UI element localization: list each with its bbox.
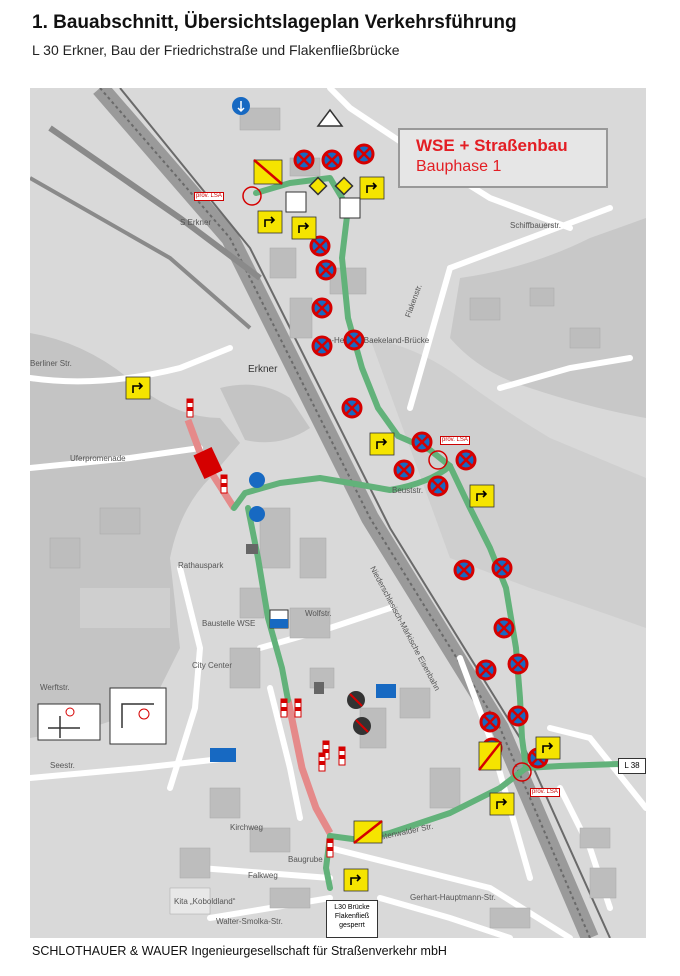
label-seestr: Seestr. bbox=[50, 761, 75, 770]
temporary-traffic-signal-icon bbox=[242, 186, 262, 206]
blue-arrow-sign-icon bbox=[232, 97, 250, 115]
page-subtitle: L 30 Erkner, Bau der Friedrichstraße und… bbox=[32, 42, 400, 58]
label-erkner: Erkner bbox=[248, 364, 278, 375]
label-falkweg: Falkweg bbox=[248, 871, 278, 880]
label-wolfstr: Wolfstr. bbox=[305, 609, 332, 618]
label-berliner: Berliner Str. bbox=[30, 359, 72, 368]
bus-stop-icon bbox=[246, 544, 324, 694]
label-gerhart: Gerhart-Hauptmann-Str. bbox=[410, 893, 496, 902]
page-title: 1. Bauabschnitt, Übersichtslageplan Verk… bbox=[32, 12, 517, 33]
label-werftstr: Werftstr. bbox=[40, 683, 70, 692]
legend-box: WSE + Straßenbau Bauphase 1 bbox=[398, 128, 608, 188]
north-arrow-icon bbox=[316, 108, 344, 127]
map-canvas: S Erkner Erkner Leo-Hendrik Baekeland-Br… bbox=[30, 88, 646, 938]
label-walter: Walter-Smolka-Str. bbox=[216, 917, 283, 926]
end-of-restriction-sign-icon bbox=[353, 820, 383, 844]
label-station: S Erkner bbox=[180, 218, 211, 227]
priority-road-sign-icon bbox=[308, 176, 354, 196]
closure-note: L30 Brücke Flakenfließ gesperrt bbox=[326, 900, 378, 938]
label-kita: Kita „Koboldland“ bbox=[174, 897, 236, 906]
label-flakenstr: Flakenstr. bbox=[403, 283, 423, 319]
label-beuststr: Beuststr. bbox=[392, 486, 423, 495]
closure-note-line: L30 Brücke bbox=[334, 904, 370, 911]
end-of-restriction-sign-icon bbox=[478, 741, 502, 771]
closure-note-line: gesperrt bbox=[339, 922, 365, 929]
end-of-restriction-sign-icon bbox=[253, 159, 283, 185]
one-way-sign-group bbox=[210, 472, 396, 762]
label-baugrube: Baugrube bbox=[288, 855, 323, 864]
lsa-label: prov. LSA bbox=[440, 436, 470, 445]
no-entry-sign-icon bbox=[347, 691, 371, 735]
footer-company: SCHLOTHAUER & WAUER Ingenieurgesellschaf… bbox=[32, 944, 447, 958]
label-baustelle: Baustelle WSE bbox=[202, 619, 255, 628]
label-rathauspark: Rathauspark bbox=[178, 561, 224, 570]
closure-note-line: Flakenfließ bbox=[334, 913, 370, 920]
label-uferpromenade: Uferpromenade bbox=[70, 454, 126, 463]
legend-phase: Bauphase 1 bbox=[416, 158, 502, 175]
lsa-label: prov. LSA bbox=[530, 788, 560, 797]
legend-title: WSE + Straßenbau bbox=[416, 136, 568, 155]
road-badge: L 38 bbox=[618, 758, 646, 774]
label-city-center: City Center bbox=[192, 661, 232, 670]
label-kirchweg: Kirchweg bbox=[230, 823, 263, 832]
label-bridge: Leo-Hendrik Baekeland-Brücke bbox=[318, 336, 430, 345]
lsa-label: prov. LSA bbox=[194, 192, 224, 201]
inset-diagram bbox=[37, 687, 167, 745]
lane-arrow-sign-icon bbox=[285, 191, 361, 219]
traffic-map: S Erkner Erkner Leo-Hendrik Baekeland-Br… bbox=[30, 88, 646, 938]
label-schiffbauer: Schiffbauerstr. bbox=[510, 221, 561, 230]
